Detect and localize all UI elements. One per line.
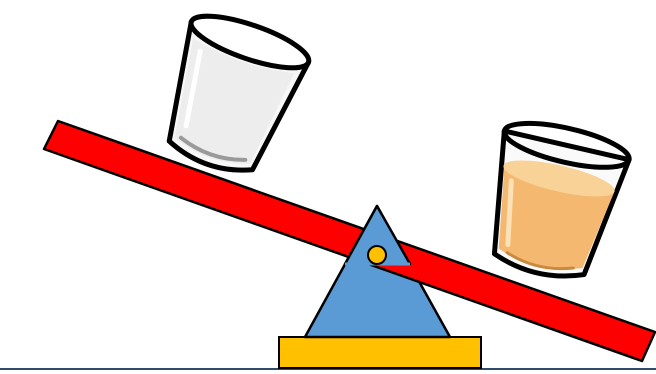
- juice-surface: [503, 160, 615, 197]
- juice-glass: [491, 120, 632, 279]
- empty-glass-highlight: [183, 48, 203, 129]
- seesaw-plank: [42, 119, 656, 363]
- pivot-pin: [367, 245, 387, 265]
- juice-glass-rim: [501, 120, 632, 170]
- empty-glass-rim: [188, 13, 312, 71]
- empty-glass-bottom-shadow: [178, 135, 248, 162]
- juice-glass-bottom-shadow: [505, 251, 575, 271]
- juice-highlight: [505, 178, 514, 248]
- empty-glass: [166, 13, 312, 173]
- base-block: [278, 336, 482, 369]
- empty-glass-inner-shade: [174, 38, 295, 164]
